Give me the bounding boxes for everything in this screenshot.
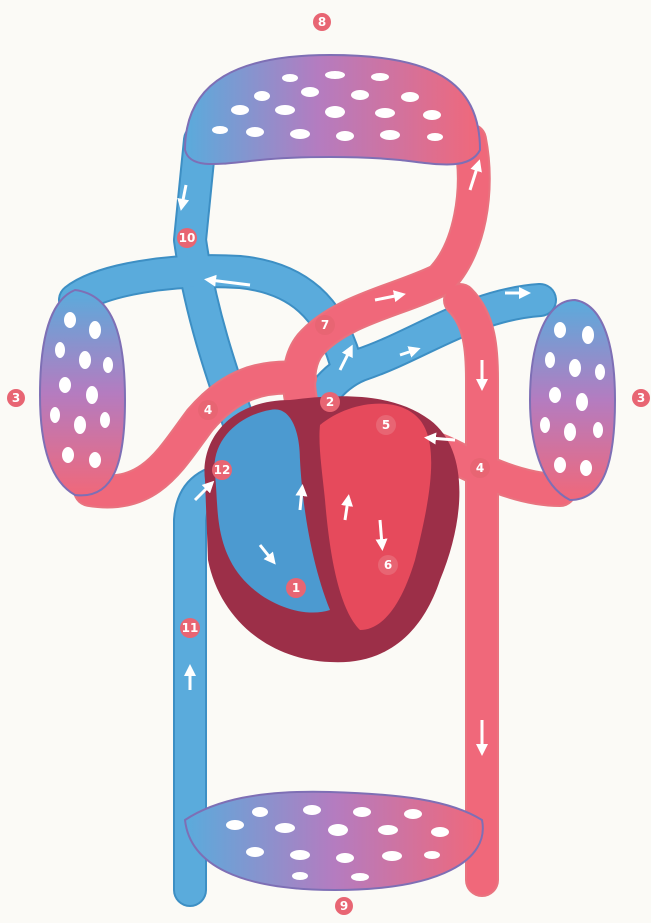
label-3-left: 3 — [7, 389, 25, 407]
label-2: 2 — [320, 392, 340, 412]
svg-text:4: 4 — [476, 461, 484, 475]
capillary-bed-bottom — [185, 792, 483, 890]
capillary-bed-right — [530, 300, 615, 500]
label-9: 9 — [335, 897, 353, 915]
svg-text:12: 12 — [214, 463, 231, 477]
svg-text:7: 7 — [321, 318, 329, 332]
label-12: 12 — [212, 460, 232, 480]
svg-text:3: 3 — [12, 391, 20, 405]
svg-text:6: 6 — [384, 558, 392, 572]
svg-text:5: 5 — [382, 418, 390, 432]
svg-text:8: 8 — [318, 15, 326, 29]
heart — [204, 396, 459, 662]
label-4-right: 4 — [470, 458, 490, 478]
label-7: 7 — [315, 315, 335, 335]
svg-text:10: 10 — [179, 231, 196, 245]
label-8: 8 — [313, 13, 331, 31]
capillary-bed-top — [185, 55, 480, 164]
label-3-right: 3 — [632, 389, 650, 407]
svg-text:9: 9 — [340, 899, 348, 913]
label-5: 5 — [376, 415, 396, 435]
svg-text:11: 11 — [182, 621, 199, 635]
label-11: 11 — [180, 618, 200, 638]
svg-text:2: 2 — [326, 395, 334, 409]
svg-text:1: 1 — [292, 581, 300, 595]
label-4-left: 4 — [198, 400, 218, 420]
svg-text:4: 4 — [204, 403, 212, 417]
label-1: 1 — [286, 578, 306, 598]
capillary-bed-left — [40, 290, 125, 495]
label-10: 10 — [177, 228, 197, 248]
svg-text:3: 3 — [637, 391, 645, 405]
label-6: 6 — [378, 555, 398, 575]
